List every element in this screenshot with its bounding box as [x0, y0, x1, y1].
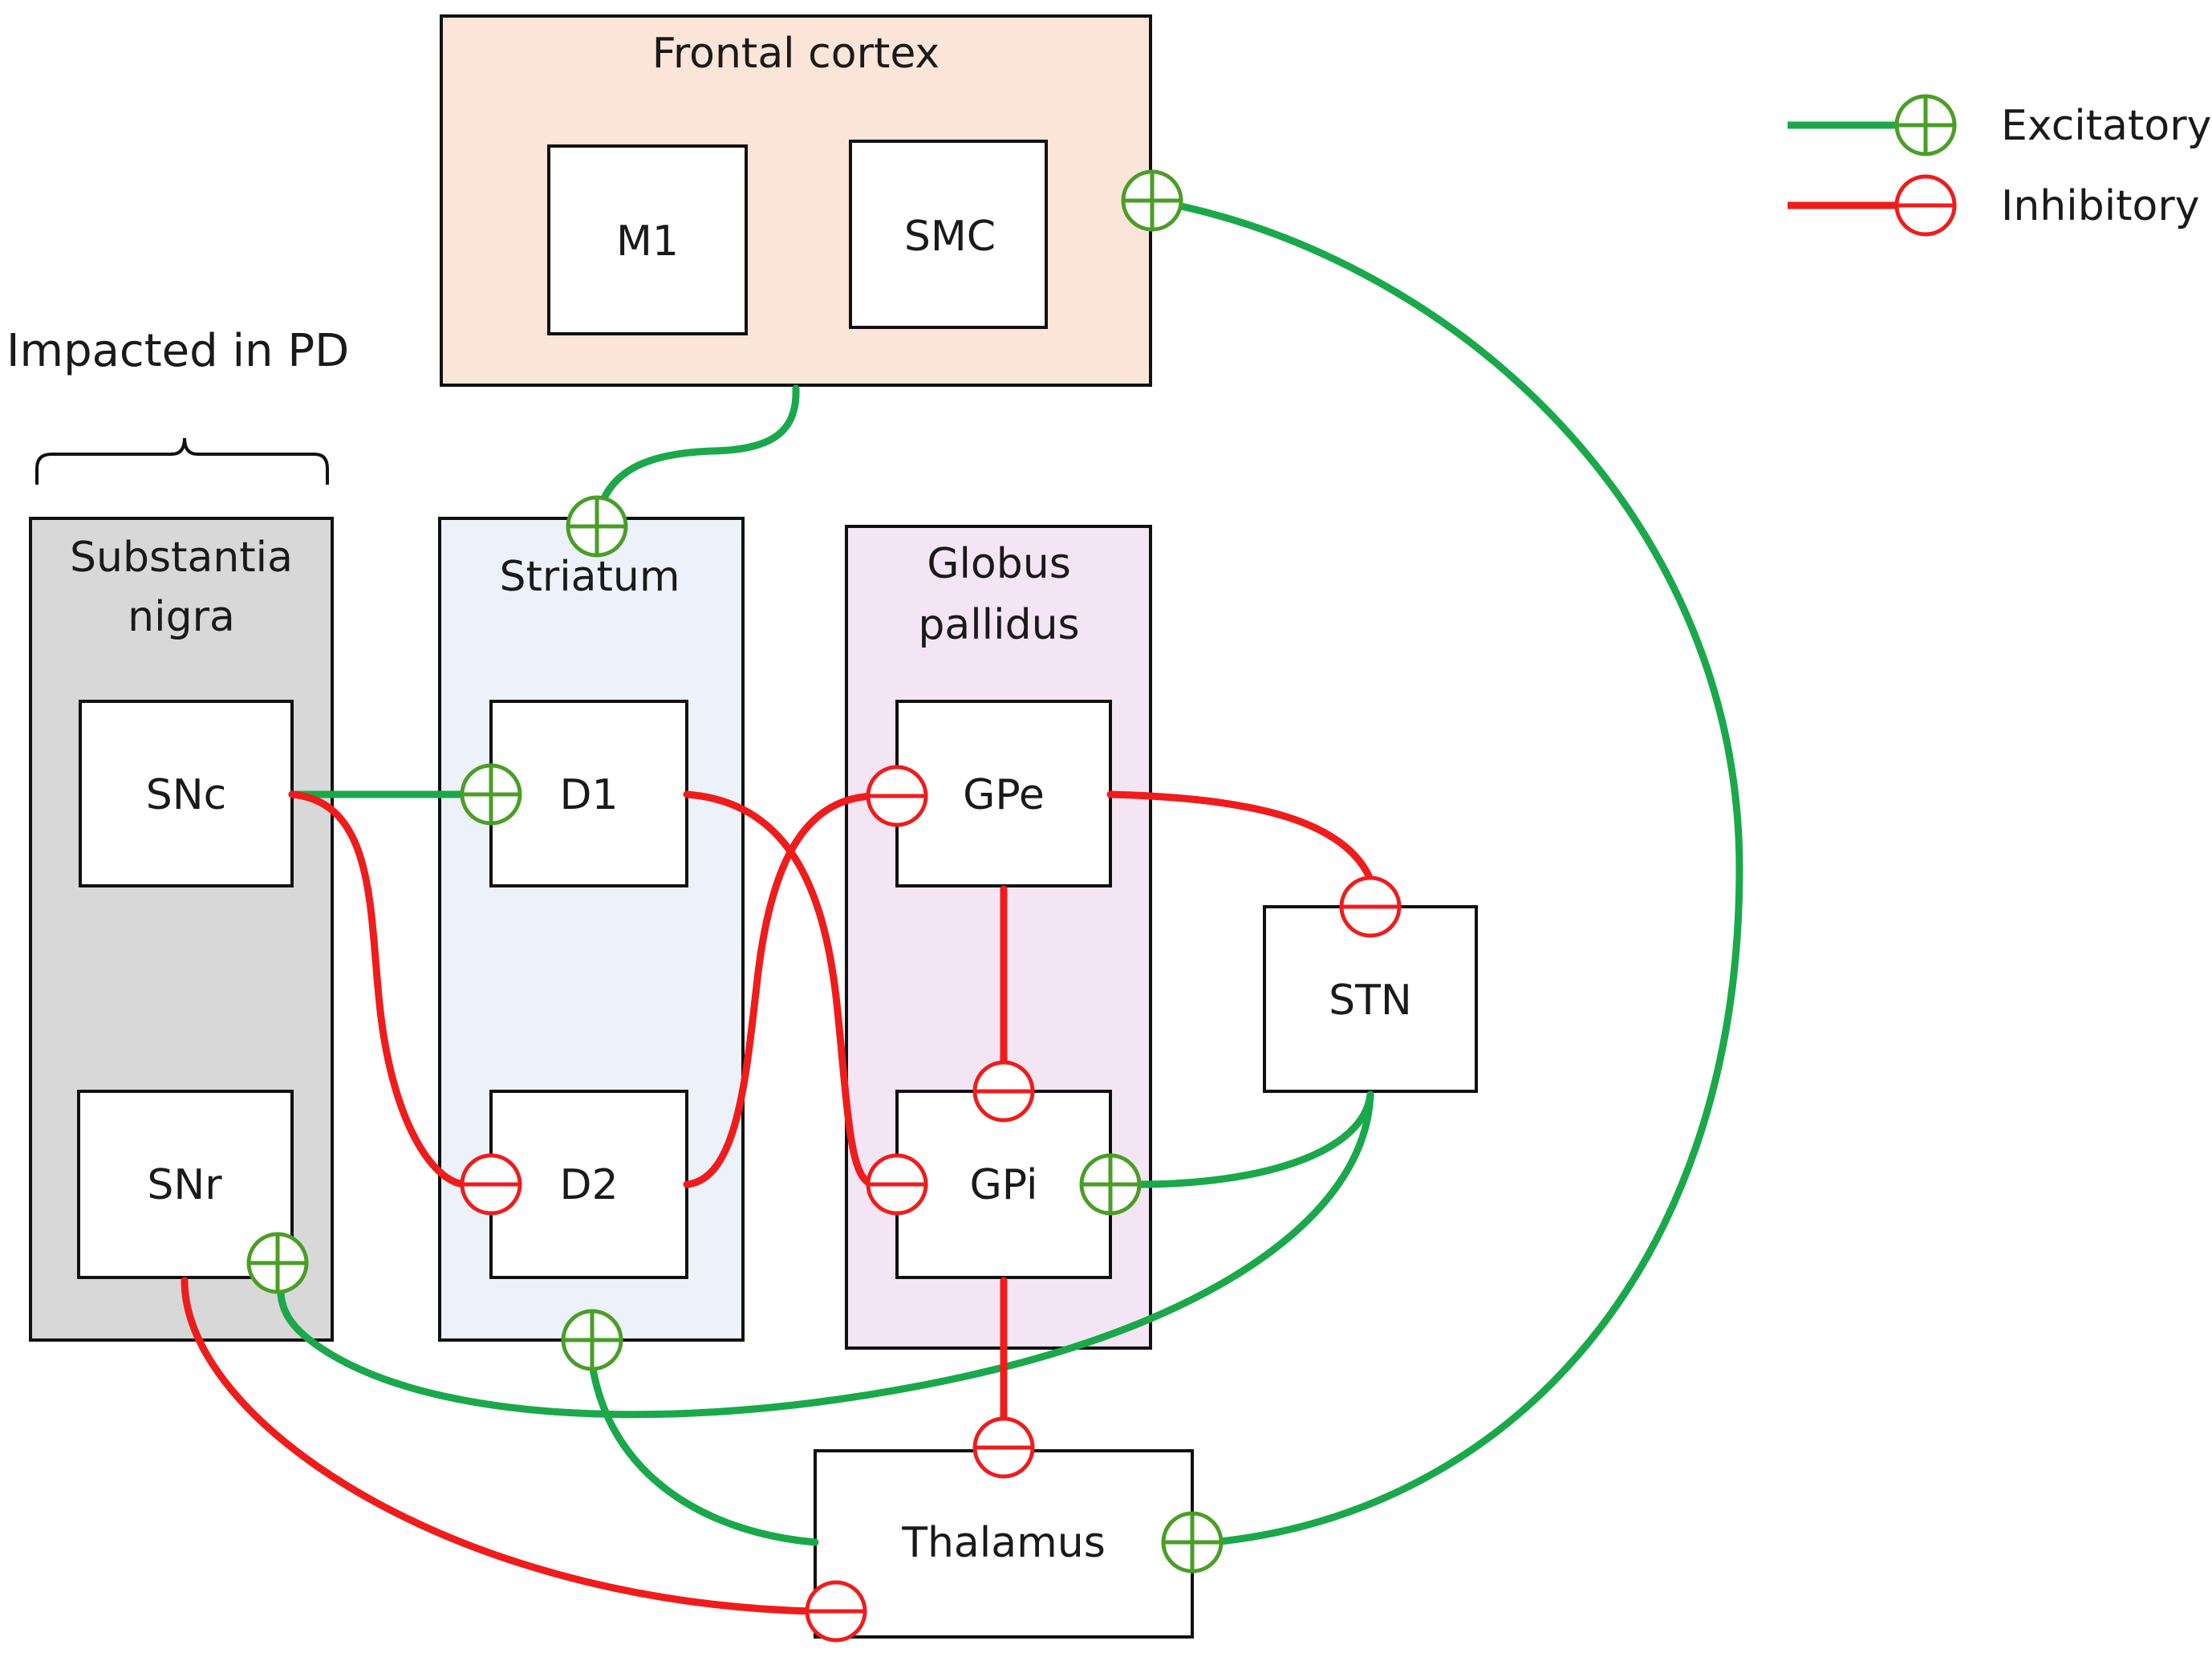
legend-inhibitory-label: Inhibitory: [2001, 182, 2200, 230]
node-smc: SMC: [849, 140, 1048, 329]
node-gpe-label: GPe: [963, 771, 1045, 819]
excitatory-symbol-icon: [566, 495, 628, 558]
excitatory-symbol-icon: [246, 1232, 309, 1294]
impacted-brace: [35, 437, 329, 485]
inhibitory-symbol-icon: [866, 1153, 928, 1216]
node-m1: M1: [547, 144, 748, 335]
frontal-cortex-label: Frontal cortex: [652, 30, 940, 78]
excitatory-symbol-icon: [460, 763, 522, 826]
edge-snc-to-d2: [288, 790, 469, 1188]
node-thalamus: Thalamus: [814, 1449, 1194, 1639]
edge-stn-to-snr: [277, 1090, 1374, 1419]
inhibitory-symbol-icon: [805, 1580, 867, 1643]
globus-pallidus-label-line1: Globus: [927, 540, 1071, 588]
node-d1-label: D1: [559, 771, 618, 819]
edge-cortex-to-striatum: [593, 384, 800, 530]
node-gpi: GPi: [895, 1090, 1112, 1279]
legend: Excitatory Inhibitory: [1788, 94, 2211, 237]
edge-d1-to-gpi: [683, 790, 879, 1188]
excitatory-symbol-icon: [1161, 1511, 1224, 1574]
inhibitory-connections: [181, 790, 1374, 1615]
legend-excitatory-label: Excitatory: [2001, 102, 2211, 150]
inhibitory-legend-icon: [1894, 174, 1957, 237]
edge-snr-to-thalamus: [181, 1277, 816, 1615]
excitatory-legend-icon: [1894, 94, 1957, 156]
node-m1-label: M1: [616, 217, 679, 266]
legend-excitatory: Excitatory: [1788, 94, 2211, 156]
node-gpe: GPe: [895, 700, 1112, 887]
excitatory-symbol-icon: [1121, 169, 1183, 232]
excitatory-symbol-icon: [1079, 1153, 1142, 1216]
globus-pallidus-label-line2: pallidus: [918, 601, 1079, 649]
impacted-in-pd-label: Impacted in PD: [6, 325, 349, 377]
legend-inhibitory: Inhibitory: [1788, 174, 2200, 237]
node-d1: D1: [489, 700, 688, 887]
substantia-nigra-label-line1: Substantia: [70, 534, 293, 582]
substantia-nigra-label-line2: nigra: [128, 593, 235, 641]
edge-gpe-to-stn: [1106, 790, 1374, 883]
node-stn-label: STN: [1329, 977, 1412, 1025]
inhibitory-symbols: [460, 765, 1402, 1643]
node-snr-label: SNr: [147, 1161, 222, 1209]
edge-d2-to-gpe: [683, 792, 879, 1188]
node-smc-label: SMC: [904, 213, 996, 261]
inhibitory-symbol-icon: [972, 1416, 1035, 1479]
excitatory-symbol-icon: [561, 1309, 623, 1371]
excitatory-connections: [277, 197, 1743, 1548]
edge-stn-to-gpi: [1134, 1090, 1374, 1188]
inhibitory-symbol-icon: [1339, 875, 1402, 938]
node-thalamus-label: Thalamus: [901, 1519, 1106, 1567]
node-snc: SNc: [79, 700, 294, 887]
inhibitory-symbol-icon: [972, 1060, 1035, 1123]
edge-thalamus-to-striatum: [588, 1360, 819, 1546]
node-snc-label: SNc: [146, 771, 227, 819]
node-d2-label: D2: [559, 1161, 618, 1209]
striatum-label: Striatum: [499, 553, 680, 601]
edge-thalamus-to-cortex: [1150, 197, 1743, 1548]
node-gpi-label: GPi: [970, 1161, 1038, 1209]
inhibitory-symbol-icon: [460, 1153, 522, 1216]
excitatory-symbols: [246, 169, 1224, 1574]
node-d2: D2: [489, 1090, 688, 1279]
inhibitory-symbol-icon: [866, 765, 928, 827]
